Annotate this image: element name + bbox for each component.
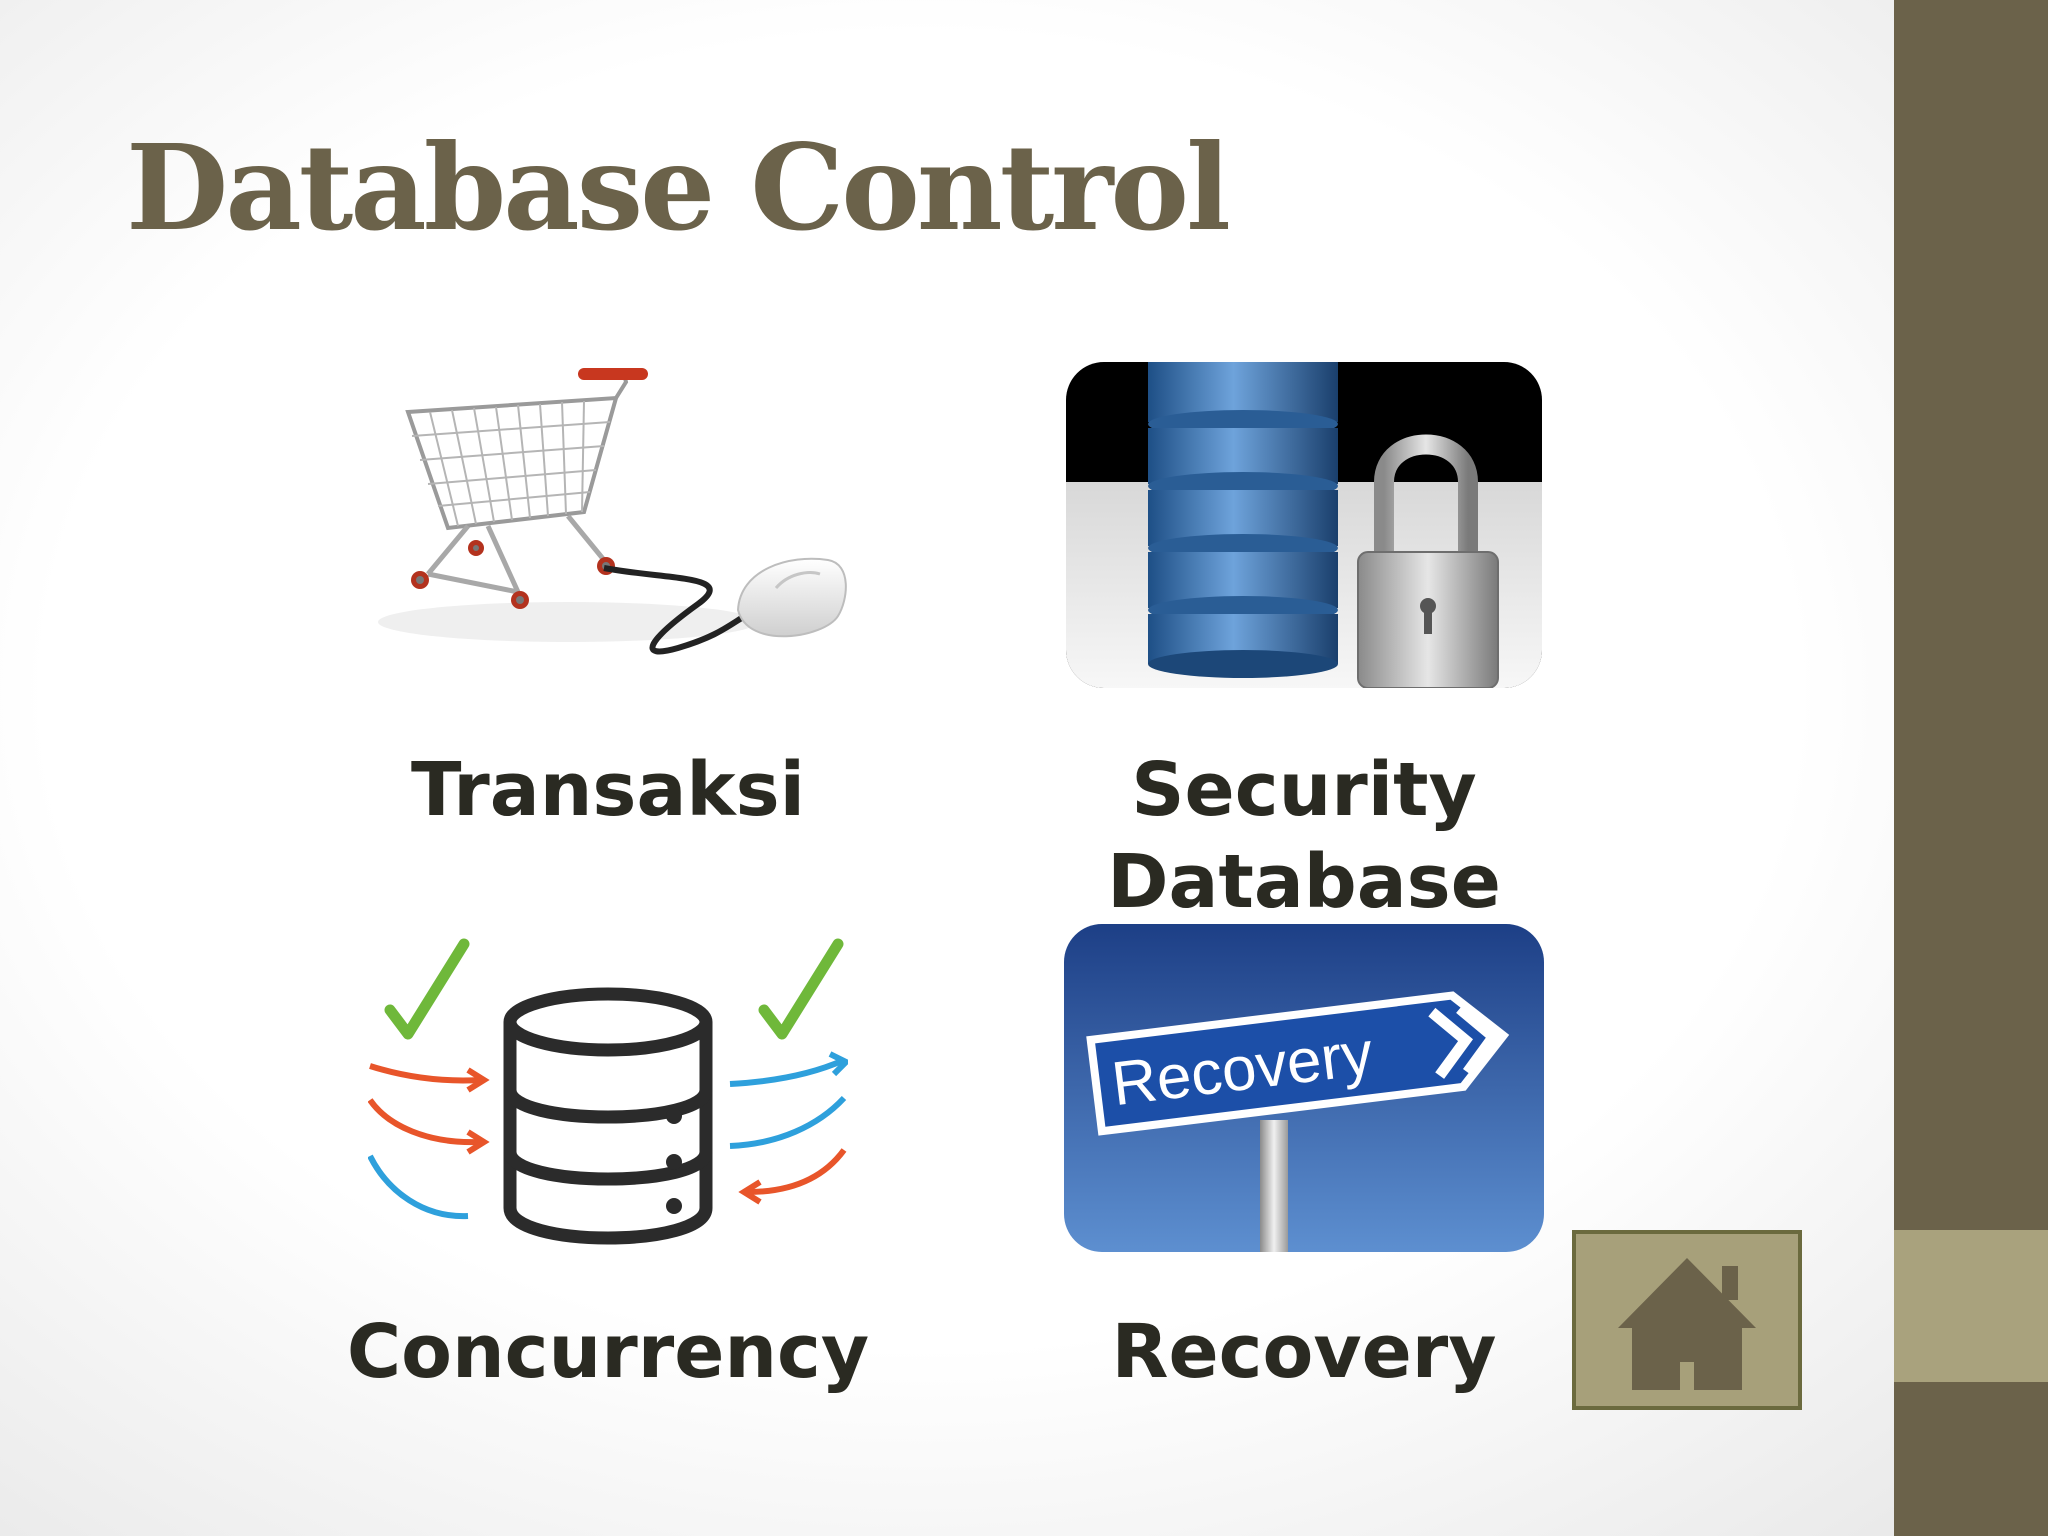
database-arrows-icon <box>367 930 852 1260</box>
item-label-transaksi: Transaksi <box>410 747 806 833</box>
home-icon <box>1618 1258 1756 1390</box>
side-accent <box>1894 1230 2048 1382</box>
home-button[interactable] <box>1572 1230 1802 1410</box>
item-label-security-database: Security Database <box>1107 747 1501 925</box>
item-label-concurrency: Concurrency <box>346 1309 870 1395</box>
database-padlock-icon <box>1066 362 1542 688</box>
recovery-sign-icon: Recovery <box>1064 924 1544 1252</box>
item-label-recovery: Recovery <box>1111 1309 1497 1395</box>
shopping-cart-mouse-icon <box>368 360 848 680</box>
slide-title: Database Control <box>126 118 1231 257</box>
